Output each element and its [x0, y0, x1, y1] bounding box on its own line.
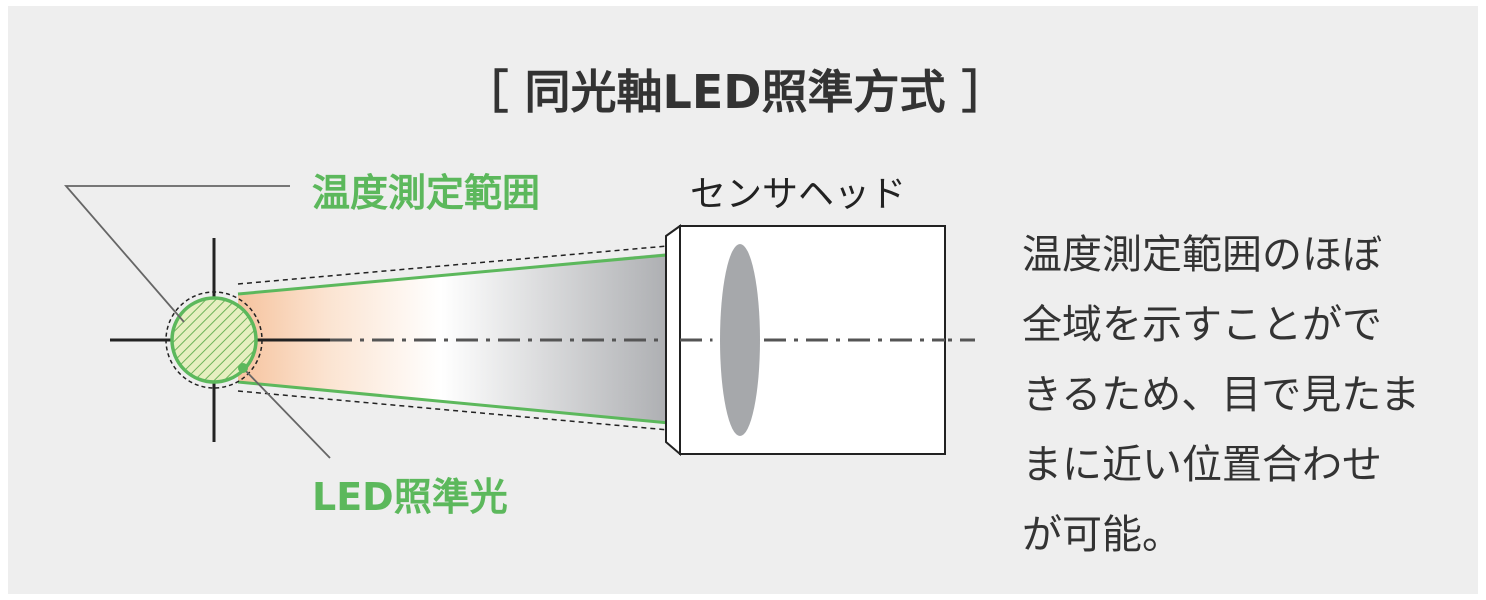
- leader-line-measurement-range: [64, 185, 290, 323]
- light-beam: [238, 248, 722, 428]
- description: 温度測定範囲のほぼ 全域を示すことがで きるため、目で見たま まに近い位置合わせ…: [1022, 232, 1420, 558]
- leader-line-led: [242, 367, 331, 459]
- field-boundary-top: [237, 240, 725, 285]
- led-beam-top: [237, 248, 723, 296]
- label-measurement-range: 温度測定範囲: [312, 171, 540, 215]
- led-spot: [170, 296, 258, 384]
- diagram-title: ［ 同光軸LED照準方式 ］: [463, 65, 1008, 119]
- description-line-1: 温度測定範囲のほぼ: [1022, 232, 1382, 278]
- sensor-head-bevel: [665, 224, 681, 457]
- sensor-head: [665, 224, 946, 457]
- measurement-range-outline: [165, 291, 263, 389]
- label-led-aiming-light: LED照準光: [312, 475, 508, 519]
- description-line-3: きるため、目で見たま: [1022, 372, 1420, 418]
- description-line-2: 全域を示すことがで: [1022, 302, 1382, 348]
- description-line-5: が可能。: [1022, 512, 1182, 558]
- led-leader-dot: [238, 363, 248, 373]
- led-beam-bottom: [237, 380, 723, 430]
- field-boundary-bottom: [237, 390, 725, 436]
- lens-rim: [712, 251, 725, 425]
- label-sensor-head: センサヘッド: [690, 174, 906, 215]
- sensor-lens: [720, 244, 760, 436]
- description-line-4: まに近い位置合わせ: [1022, 442, 1382, 488]
